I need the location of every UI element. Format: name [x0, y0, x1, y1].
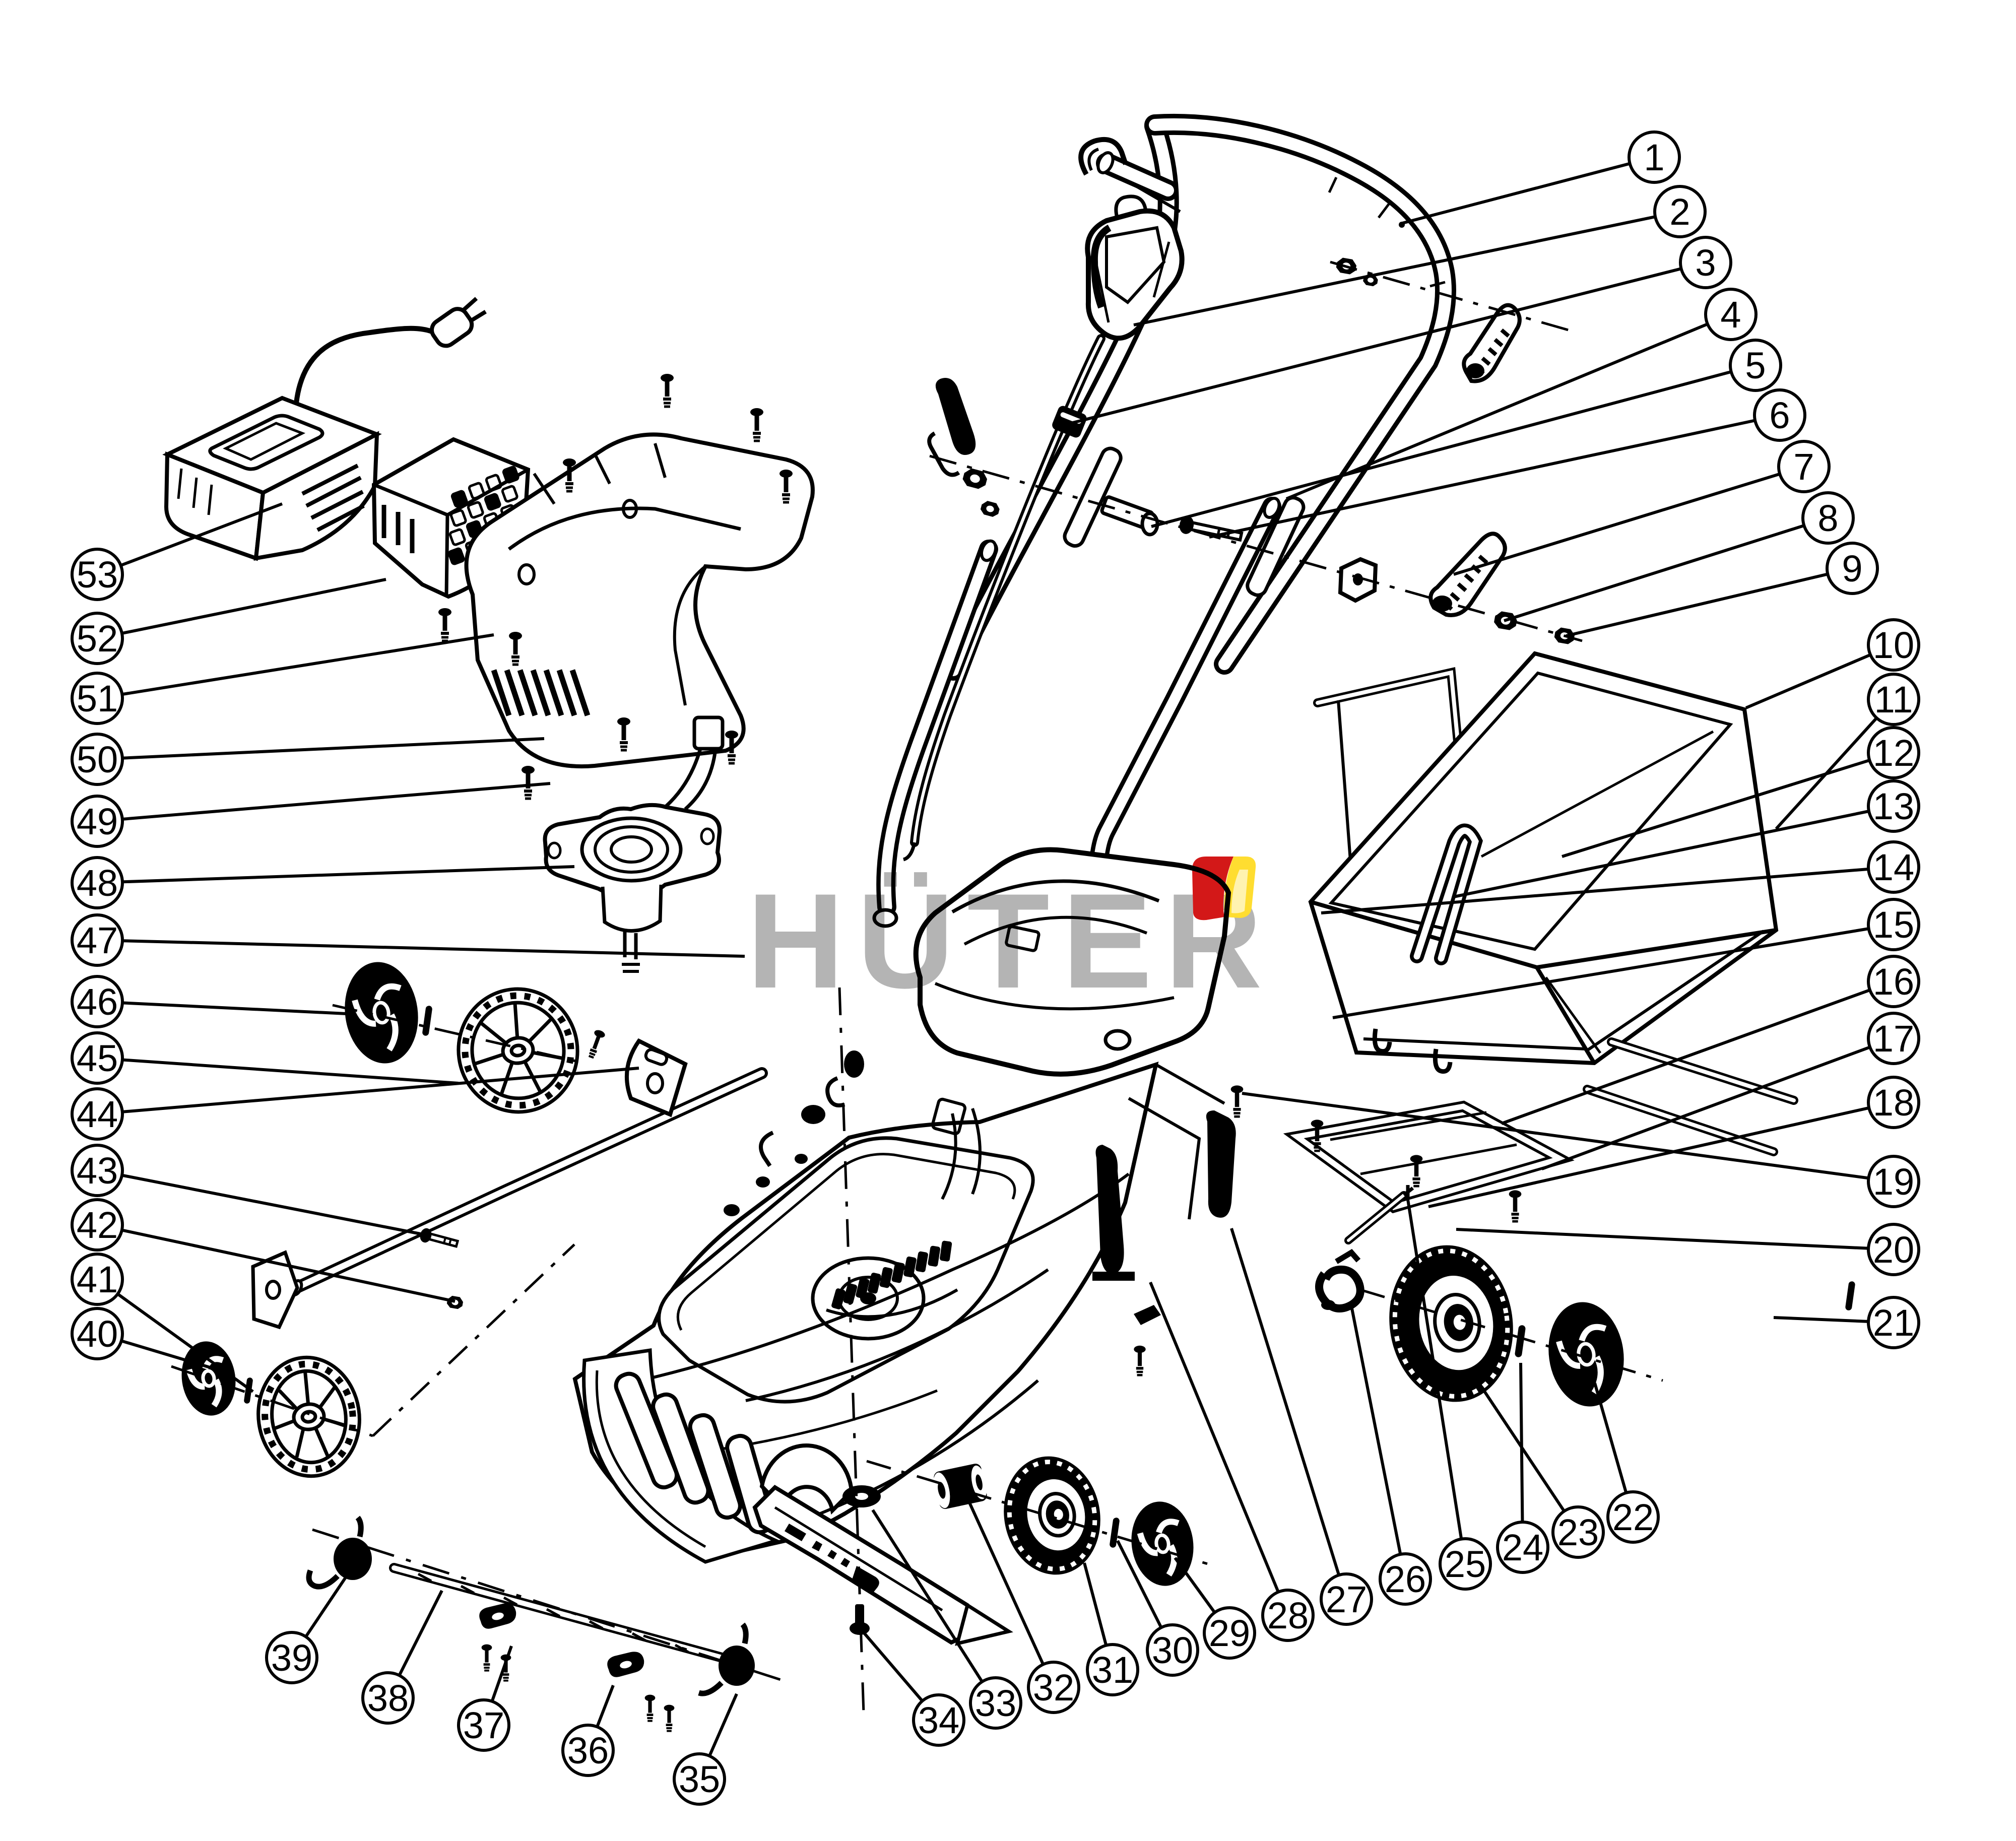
svg-text:23: 23 — [1557, 1511, 1599, 1553]
svg-text:29: 29 — [1209, 1612, 1250, 1654]
svg-text:20: 20 — [1873, 1229, 1914, 1271]
svg-text:48: 48 — [77, 862, 118, 904]
svg-text:32: 32 — [1033, 1667, 1074, 1708]
svg-text:22: 22 — [1612, 1496, 1654, 1538]
svg-text:15: 15 — [1873, 904, 1914, 946]
svg-text:14: 14 — [1873, 846, 1914, 888]
svg-text:37: 37 — [463, 1704, 504, 1746]
svg-text:49: 49 — [77, 801, 118, 842]
svg-text:9: 9 — [1842, 548, 1862, 589]
svg-text:26: 26 — [1385, 1558, 1426, 1600]
svg-text:1: 1 — [1644, 137, 1664, 178]
svg-text:24: 24 — [1502, 1527, 1543, 1568]
svg-text:35: 35 — [679, 1758, 720, 1800]
svg-text:43: 43 — [77, 1150, 118, 1192]
svg-text:36: 36 — [567, 1730, 609, 1771]
svg-text:38: 38 — [367, 1677, 409, 1719]
svg-text:8: 8 — [1817, 497, 1838, 539]
svg-text:6: 6 — [1769, 394, 1790, 436]
svg-text:4: 4 — [1720, 294, 1741, 336]
svg-text:19: 19 — [1873, 1161, 1914, 1203]
svg-text:44: 44 — [77, 1093, 118, 1135]
svg-text:53: 53 — [77, 554, 118, 596]
svg-text:33: 33 — [975, 1682, 1016, 1724]
svg-text:50: 50 — [77, 739, 118, 780]
svg-text:10: 10 — [1873, 624, 1914, 666]
svg-text:30: 30 — [1152, 1629, 1193, 1671]
svg-text:46: 46 — [77, 981, 118, 1023]
svg-text:7: 7 — [1793, 446, 1814, 488]
svg-text:39: 39 — [271, 1637, 312, 1679]
svg-text:18: 18 — [1873, 1082, 1914, 1124]
svg-text:12: 12 — [1873, 732, 1914, 774]
svg-text:41: 41 — [77, 1259, 118, 1300]
svg-text:52: 52 — [77, 618, 118, 660]
svg-text:31: 31 — [1092, 1649, 1133, 1691]
svg-text:16: 16 — [1873, 961, 1914, 1003]
svg-text:51: 51 — [77, 678, 118, 719]
svg-text:27: 27 — [1326, 1579, 1367, 1620]
svg-text:2: 2 — [1669, 191, 1690, 233]
svg-text:21: 21 — [1873, 1302, 1914, 1344]
svg-text:HÜTER: HÜTER — [747, 865, 1275, 1016]
svg-text:17: 17 — [1873, 1018, 1914, 1060]
svg-text:3: 3 — [1695, 242, 1716, 284]
svg-text:42: 42 — [77, 1204, 118, 1246]
svg-text:34: 34 — [918, 1699, 959, 1741]
svg-text:45: 45 — [77, 1037, 118, 1079]
svg-text:47: 47 — [77, 919, 118, 961]
svg-text:5: 5 — [1745, 345, 1766, 386]
svg-text:25: 25 — [1445, 1543, 1486, 1585]
svg-text:40: 40 — [77, 1313, 118, 1355]
svg-text:28: 28 — [1267, 1595, 1309, 1636]
svg-text:11: 11 — [1874, 679, 1913, 720]
svg-text:13: 13 — [1873, 785, 1914, 827]
